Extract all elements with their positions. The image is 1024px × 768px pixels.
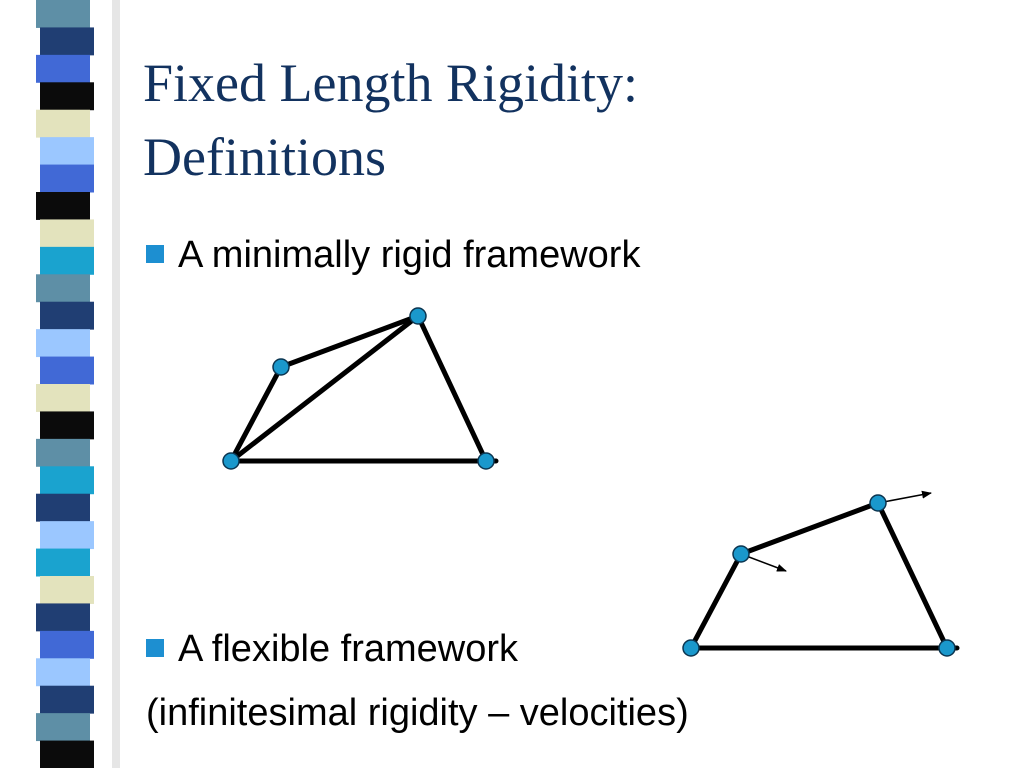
- velocity-arrow-icon: [877, 490, 932, 504]
- decorative-stripe: [40, 466, 94, 495]
- decorative-stripe: [36, 329, 90, 358]
- joint-circle-icon: [477, 452, 495, 470]
- decorative-stripe: [40, 137, 94, 166]
- joint-circle-icon: [409, 307, 427, 325]
- decorative-stripe: [40, 740, 94, 768]
- decorative-stripe: [40, 356, 94, 385]
- decorative-stripe: [36, 0, 90, 28]
- decorative-stripe: [36, 384, 90, 412]
- decorative-stripe: [36, 713, 90, 742]
- decorative-stripe: [40, 82, 94, 111]
- decorative-stripe: [36, 493, 90, 522]
- joint-circle-icon: [682, 639, 700, 657]
- decorative-stripe: [40, 301, 94, 330]
- decorative-stripe: [36, 603, 90, 632]
- decorative-stripe: [40, 246, 94, 275]
- slide-title-line-2: Definitions: [143, 127, 386, 187]
- decorative-stripe: [40, 164, 94, 193]
- decorative-stripe: [40, 27, 94, 56]
- framework-edge: [278, 313, 421, 370]
- rigid-framework-diagram: [222, 307, 499, 470]
- decorative-stripe: [36, 658, 90, 687]
- bullet-text: A flexible framework: [178, 628, 519, 670]
- slide-title-line-1: Fixed Length Rigidity:: [143, 53, 638, 113]
- framework-edge: [875, 500, 950, 651]
- square-bullet-icon: [146, 639, 164, 657]
- framework-edge: [738, 500, 881, 557]
- bullet-flexible: A flexible framework: [146, 628, 518, 671]
- joint-circle-icon: [869, 494, 887, 512]
- square-bullet-icon: [146, 245, 164, 263]
- flexible-framework-diagram: [682, 490, 960, 657]
- framework-edge: [415, 313, 489, 464]
- bullet-text: A minimally rigid framework: [178, 234, 641, 276]
- decorative-stripe: [40, 576, 94, 604]
- decorative-stripe: [40, 411, 94, 440]
- joint-circle-icon: [732, 545, 750, 563]
- decorative-stripe: [40, 219, 94, 248]
- decorative-stripe: [36, 274, 90, 303]
- framework-diagonal-edge: [228, 313, 421, 464]
- decorative-stripe: [36, 54, 90, 83]
- joint-circle-icon: [938, 639, 956, 657]
- infinitesimal-rigidity-note: (infinitesimal rigidity – velocities): [146, 692, 689, 734]
- framework-edge: [228, 364, 284, 464]
- joint-circle-icon: [222, 452, 240, 470]
- decorative-stripe: [36, 109, 90, 138]
- decorative-stripe: [36, 438, 90, 467]
- framework-edge: [688, 551, 744, 651]
- decorative-stripe: [36, 192, 90, 220]
- joint-circle-icon: [272, 358, 290, 376]
- decorative-stripe: [40, 685, 94, 714]
- decorative-stripe: [40, 521, 94, 550]
- slide-title: Fixed Length Rigidity: Definitions: [143, 46, 1003, 194]
- decorative-stripe: [40, 630, 94, 659]
- decorative-stripe-bar: [36, 0, 120, 768]
- bullet-minimally-rigid: A minimally rigid framework: [146, 234, 640, 277]
- decorative-stripe: [36, 548, 90, 577]
